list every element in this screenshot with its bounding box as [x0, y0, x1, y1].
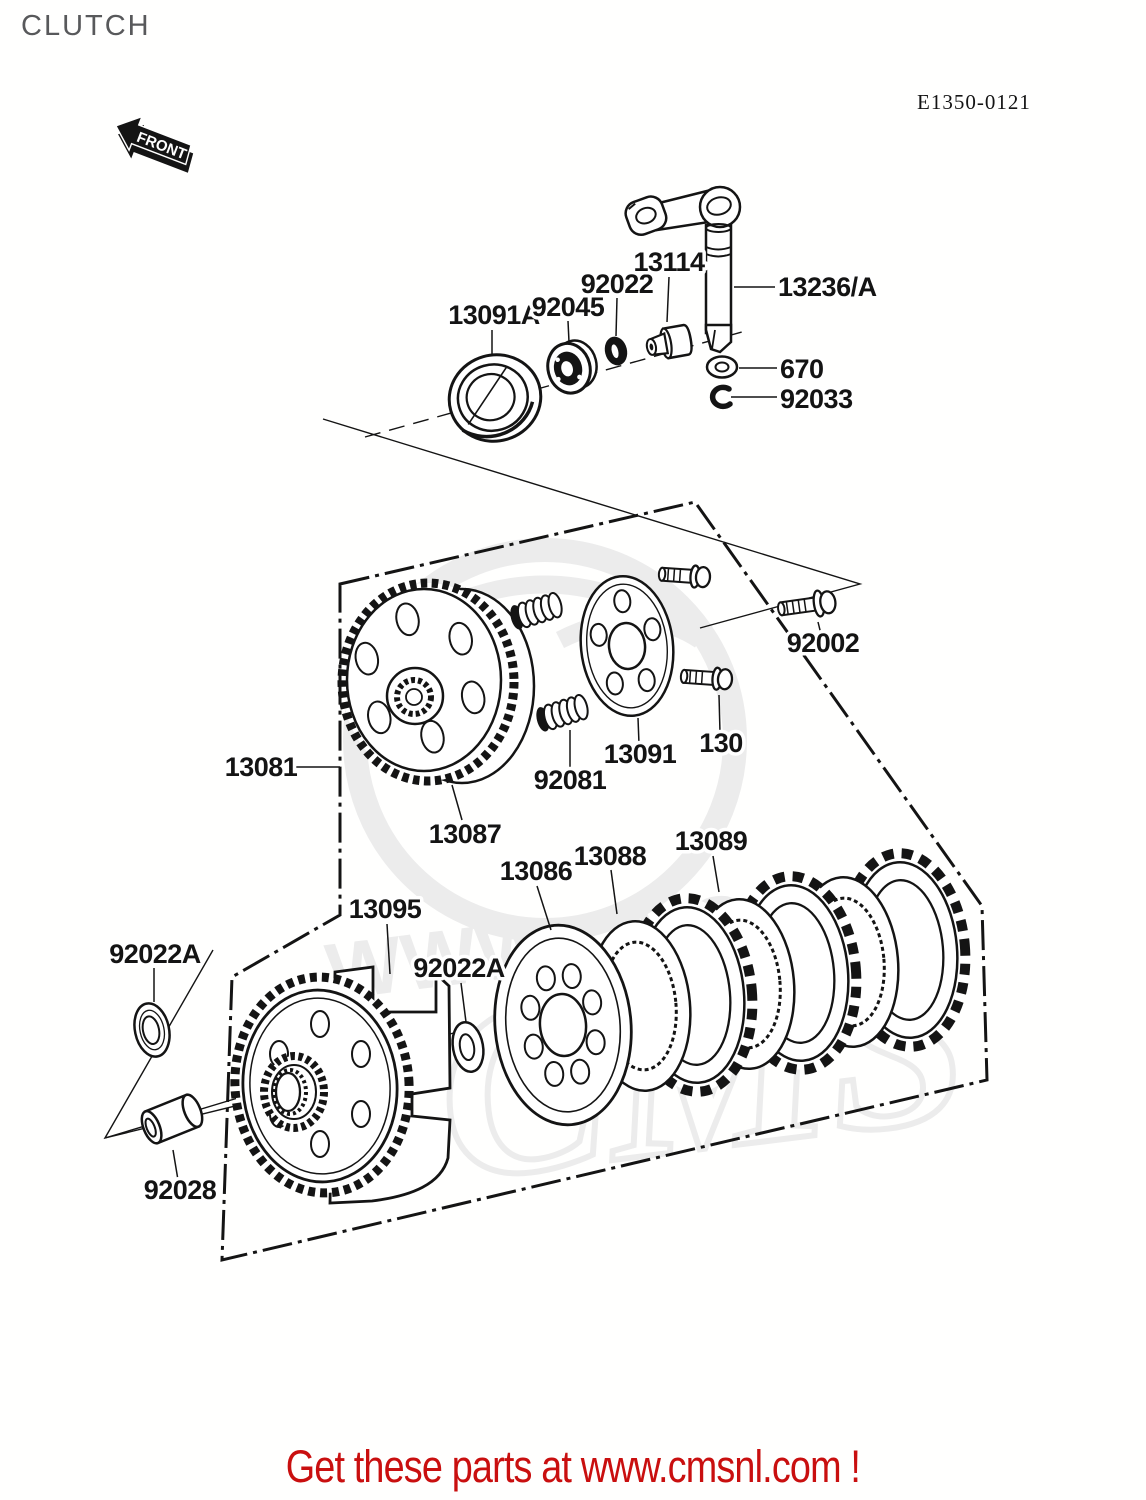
release-bearing-cup	[447, 353, 543, 443]
circlip-92033	[709, 384, 733, 410]
part-label-92045: 92045	[532, 292, 605, 322]
part-label-670: 670	[780, 354, 824, 384]
part-labels: 13091A 92045 92022 13114 13236/A 670 920…	[106, 244, 881, 1209]
release-bearing	[546, 339, 598, 395]
washer-92022a-right	[451, 1020, 485, 1074]
diagram-code: E1350-0121	[917, 90, 1031, 114]
part-label-92022A-right: 92022A	[413, 953, 505, 983]
part-label-130: 130	[699, 728, 743, 758]
washer-92022a-left	[133, 1002, 171, 1058]
part-label-92022A-left: 92022A	[109, 939, 201, 969]
part-label-13091A: 13091A	[448, 300, 540, 330]
clutch-housing	[230, 965, 452, 1205]
part-label-13086: 13086	[500, 856, 573, 886]
part-label-13088: 13088	[574, 841, 647, 871]
clutch-hub-gear	[337, 578, 536, 786]
clutch-end-plate	[493, 923, 633, 1127]
clutch-release-lever	[624, 185, 742, 354]
clutch-spring-plate	[579, 574, 675, 718]
case-panel-outline	[220, 500, 989, 1262]
part-label-13095: 13095	[349, 894, 422, 924]
clutch-plate-stack	[588, 848, 971, 1097]
part-label-13089: 13089	[675, 826, 748, 856]
bushing-92028	[140, 1093, 204, 1145]
screw-130-upper	[657, 564, 712, 589]
part-label-92033: 92033	[780, 384, 853, 414]
part-label-13081: 13081	[225, 752, 298, 782]
clutch-spring-lower	[536, 693, 589, 732]
part-label-92022: 92022	[581, 269, 654, 299]
front-arrow-icon: FRONT	[114, 115, 194, 173]
washer-670	[705, 355, 739, 379]
bolt-92002	[777, 589, 837, 618]
page-title: CLUTCH	[21, 10, 151, 42]
clutch-spring-upper	[510, 591, 563, 630]
part-label-13114: 13114	[633, 247, 705, 277]
footer-text: Get these parts at www.cmsnl.com !	[285, 1441, 861, 1492]
part-label-92028: 92028	[144, 1175, 217, 1205]
part-label-13236A: 13236/A	[778, 272, 877, 302]
part-label-92002: 92002	[787, 628, 860, 658]
part-label-92081: 92081	[534, 765, 607, 795]
leader-lines	[153, 276, 823, 1181]
footer-banner: Get these parts at www.cmsnl.com !	[0, 1441, 1146, 1493]
screw-130-lower	[679, 666, 734, 691]
washer-92022	[604, 336, 628, 366]
part-label-13087: 13087	[429, 819, 502, 849]
part-label-13091: 13091	[604, 739, 677, 769]
clutch-pusher	[645, 323, 693, 360]
